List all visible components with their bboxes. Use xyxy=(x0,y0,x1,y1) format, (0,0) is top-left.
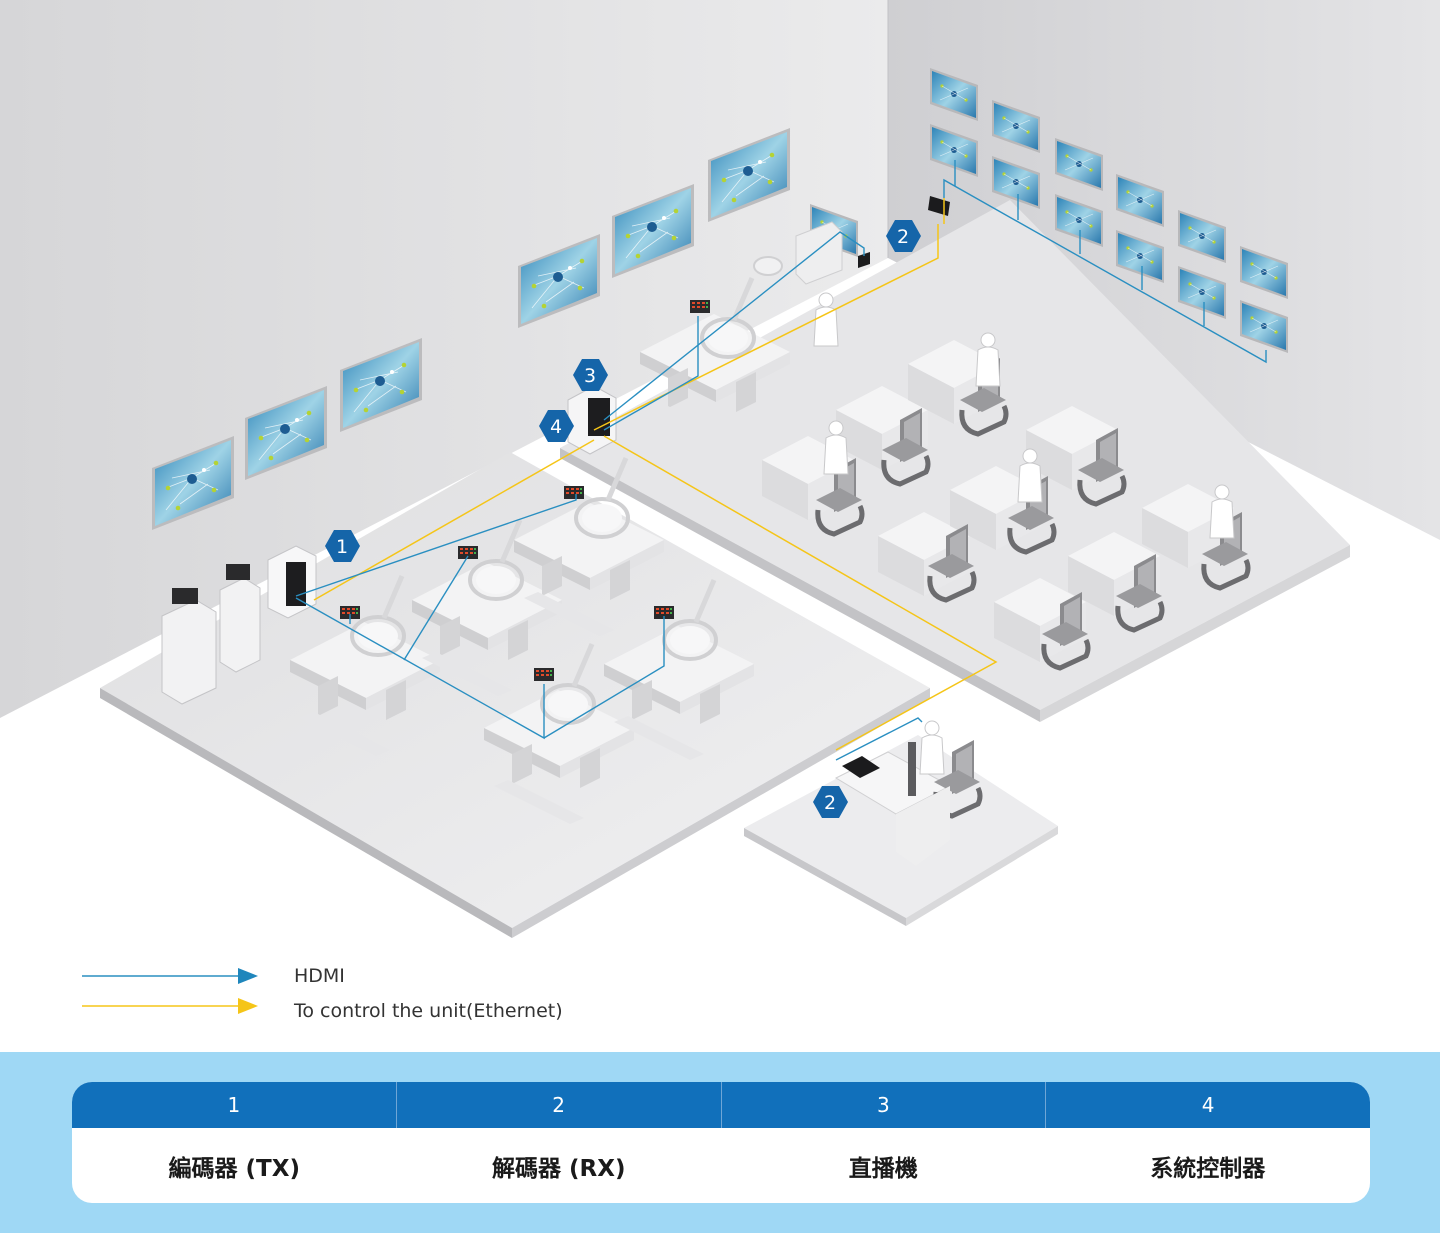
hdmi-lines xyxy=(295,231,923,761)
device-name-decoder: 解碼器 (RX) xyxy=(492,1155,626,1182)
svg-text:1: 1 xyxy=(336,536,348,558)
device-key-body: 編碼器 (TX) 解碼器 (RX) 直播機 系統控制器 xyxy=(72,1128,1370,1203)
device-name-encoder: 編碼器 (TX) xyxy=(168,1155,300,1182)
left-wall xyxy=(0,0,888,718)
monitor-grid-hdmi-lines xyxy=(943,160,1267,364)
legend-ethernet-label: To control the unit(Ethernet) xyxy=(294,1000,563,1022)
badge-4: 4 xyxy=(539,410,574,442)
badge-3: 3 xyxy=(573,359,608,391)
legend-ethernet xyxy=(80,994,260,1018)
classroom-podium xyxy=(795,203,870,285)
header-cell-2: 2 xyxy=(397,1082,722,1128)
device-key-header: 1 2 3 4 xyxy=(72,1082,1370,1128)
header-cell-3: 3 xyxy=(722,1082,1047,1128)
badge-1: 1 xyxy=(325,530,360,562)
device-name-live-streamer: 直播機 xyxy=(848,1155,918,1182)
legend: HDMI To control the unit(Ethernet) xyxy=(80,960,780,1030)
header-cell-1: 1 xyxy=(72,1082,397,1128)
legend-hdmi-label: HDMI xyxy=(294,965,345,987)
legend-hdmi xyxy=(80,964,260,988)
svg-text:2: 2 xyxy=(897,226,909,248)
hdmi-arrow-icon xyxy=(82,968,258,984)
medical-equipment-carts xyxy=(161,545,317,705)
header-cell-4: 4 xyxy=(1201,1093,1215,1117)
control-room-station xyxy=(834,720,980,866)
svg-text:2: 2 xyxy=(824,792,836,814)
device-name-system-controller: 系統控制器 xyxy=(1150,1155,1266,1182)
badge-2-bottom: 2 xyxy=(813,786,848,818)
badge-2-top: 2 xyxy=(886,220,921,252)
device-key-table: 1 2 3 4 編碼器 (TX) 解碼器 (RX) 直播機 系統控制器 xyxy=(72,1082,1370,1203)
ethernet-arrow-icon xyxy=(82,998,258,1014)
equipment-rack xyxy=(567,385,617,455)
system-diagram: 1 2 3 4 2 xyxy=(0,0,1440,938)
svg-text:3: 3 xyxy=(584,365,596,387)
demo-operating-table xyxy=(640,256,790,448)
svg-text:4: 4 xyxy=(550,416,562,438)
